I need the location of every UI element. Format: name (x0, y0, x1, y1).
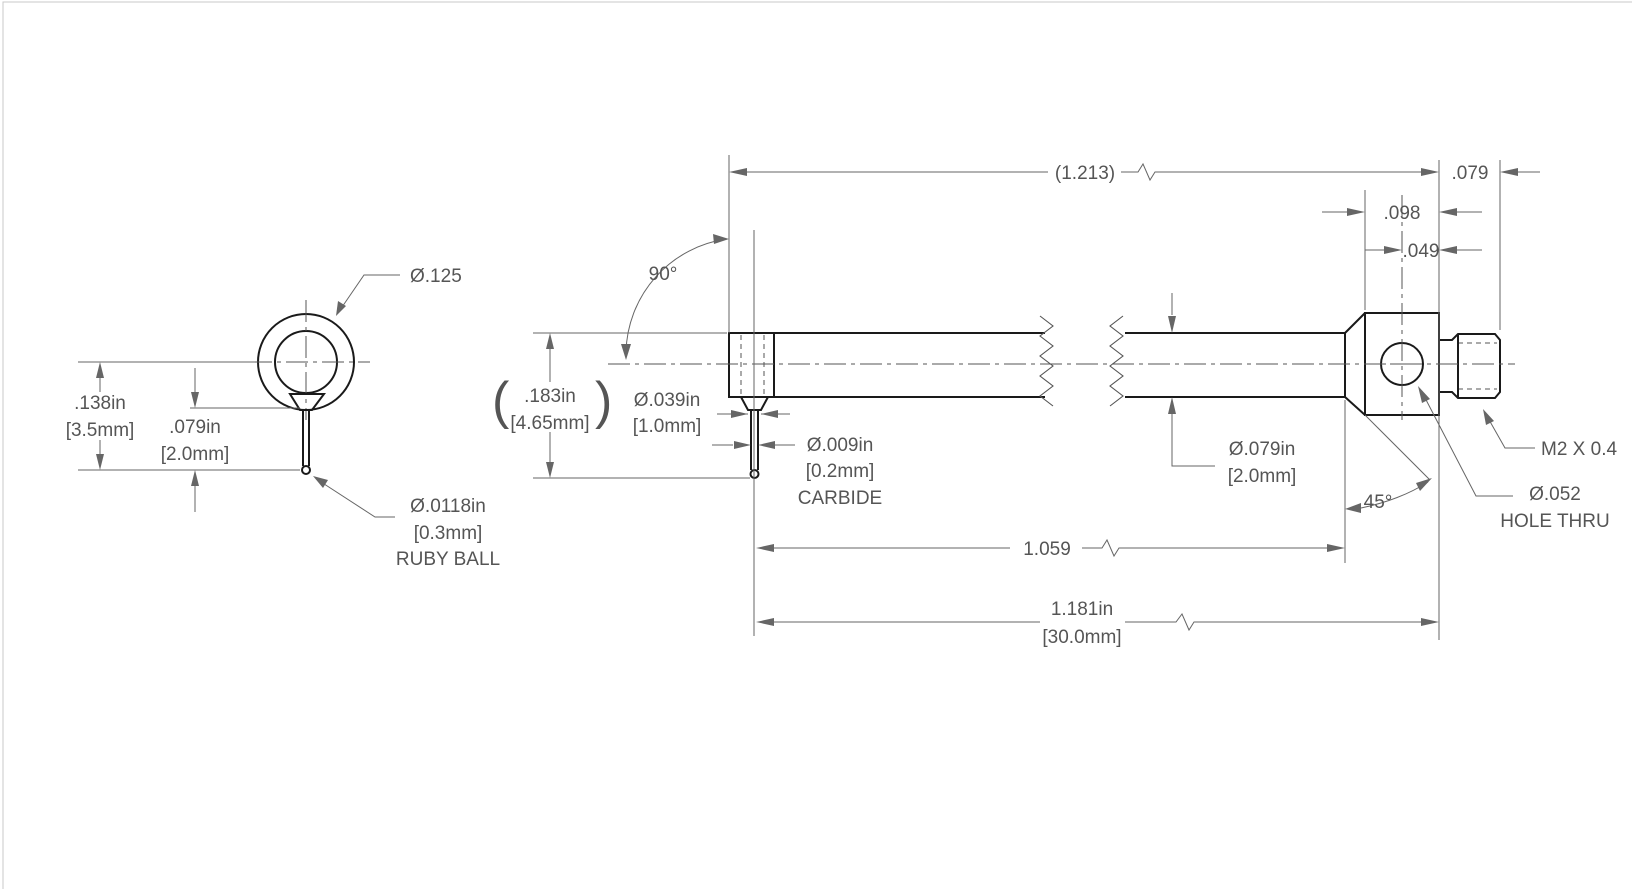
thread-outline (1439, 333, 1501, 399)
side-overall-mm: [30.0mm] (1042, 627, 1121, 648)
dim-1059-arrow-right (1327, 544, 1345, 552)
side-tip-dia-mm: [1.0mm] (633, 416, 702, 437)
dim-039-arrow-left (731, 410, 748, 418)
side-height-in: .183in (524, 386, 576, 407)
chamfer-ext-diagonal (1364, 414, 1431, 481)
end-view-ball-holder (288, 393, 326, 411)
dim-183-arrow-bottom (546, 462, 554, 478)
dim-138-arrow-bottom (96, 454, 104, 470)
dim-1181-break (1125, 613, 1421, 632)
chamfer-bottom (1344, 396, 1366, 416)
chamfer-arrow-right (1416, 478, 1432, 491)
side-angle: 90° (649, 264, 678, 285)
dim-098-arrow-left (1347, 208, 1365, 216)
dim-098-arrow-right (1439, 208, 1457, 216)
dim-1059-break (1082, 538, 1327, 558)
ball-dia-leader (317, 479, 395, 518)
side-shaft-dia-in: Ø.079in (1229, 439, 1296, 460)
side-stylus-dia-mm: [0.2mm] (806, 461, 875, 482)
end-ball-dia-in: Ø.0118in (410, 496, 486, 517)
dim-049-arrow-left (1384, 246, 1402, 254)
dim-079-arrow-bottom (191, 470, 199, 486)
dim-1213-break (1121, 162, 1437, 182)
dia-125-leader (339, 274, 400, 311)
paren-left: ( (492, 372, 510, 430)
ball-dia-arrow (313, 476, 328, 488)
end-ball-dia-mm: [0.3mm] (414, 523, 483, 544)
angle-90-arrow-top (713, 234, 729, 244)
angle-90-arc (625, 238, 728, 353)
hole-arrow (1418, 386, 1430, 403)
paren-right: ) (595, 372, 612, 430)
side-stylus-material: CARBIDE (798, 488, 882, 509)
side-height-mm: [4.65mm] (510, 413, 589, 434)
side-shaft-dia-mm: [2.0mm] (1228, 466, 1297, 487)
side-hole-dia: Ø.052 (1529, 484, 1581, 505)
end-ball-material: RUBY BALL (396, 549, 500, 570)
side-thread-len: .079 (1452, 163, 1489, 184)
dim-079s-arrow-bottom (1168, 397, 1176, 414)
side-view: (1.213) .079 .098 .049 90° ( .183in [ (492, 155, 1617, 648)
side-len-1059: 1.059 (1023, 539, 1071, 560)
dim-009-arrow-right (758, 441, 775, 449)
dim-009-arrow-left (734, 441, 751, 449)
end-offset-mm: [3.5mm] (66, 420, 135, 441)
side-overall-in: 1.181in (1051, 599, 1113, 620)
side-thread-spec: M2 X 0.4 (1541, 439, 1617, 460)
side-tip-dia-in: Ø.039in (634, 390, 701, 411)
dia-125-arrow (336, 301, 346, 316)
end-offset-in: .138in (74, 393, 126, 414)
side-body-len: .098 (1384, 203, 1421, 224)
dim-1181-arrow-left (756, 618, 774, 626)
side-hole-note: HOLE THRU (1500, 511, 1609, 532)
dim-079s-leader (1171, 414, 1215, 467)
chamfer-top (1344, 312, 1366, 334)
dim-1059-arrow-left (756, 544, 774, 552)
dim-138-arrow-top (96, 362, 104, 378)
end-diameter: Ø.125 (410, 266, 462, 287)
angle-90-arrow-bottom (621, 344, 631, 360)
end-view-ruby-ball (301, 465, 311, 475)
side-stylus-dia-in: Ø.009in (807, 435, 874, 456)
chamfer-arrow-left (1345, 503, 1361, 513)
end-stem-mm: [2.0mm] (161, 444, 230, 465)
dim-1181-arrow-right (1421, 618, 1439, 626)
shaft-break-left (1039, 315, 1054, 407)
end-view: .138in [3.5mm] .079in [2.0mm] Ø.125 Ø.01… (66, 266, 500, 570)
tip-cone (739, 396, 770, 411)
side-overall-ref: (1.213) (1055, 163, 1115, 184)
dim-079s-arrow-top (1168, 316, 1176, 333)
dim-079-arrow-top (191, 392, 199, 408)
side-chamfer: 45° (1364, 492, 1393, 513)
thread-leader (1487, 417, 1535, 449)
end-stem-in: .079in (169, 417, 221, 438)
shaft-break-right (1109, 315, 1124, 407)
dim-049-arrow-right (1439, 246, 1457, 254)
dim-039-arrow-right (761, 410, 778, 418)
tip-block (728, 332, 775, 398)
side-hole-pos: .049 (1403, 241, 1440, 262)
thread-arrow (1483, 409, 1494, 425)
dim-1213-arrow-right (1421, 168, 1439, 176)
hole-leader (1422, 393, 1513, 497)
dim-183-arrow-top (546, 333, 554, 349)
dim-1213-arrow-left (729, 168, 747, 176)
